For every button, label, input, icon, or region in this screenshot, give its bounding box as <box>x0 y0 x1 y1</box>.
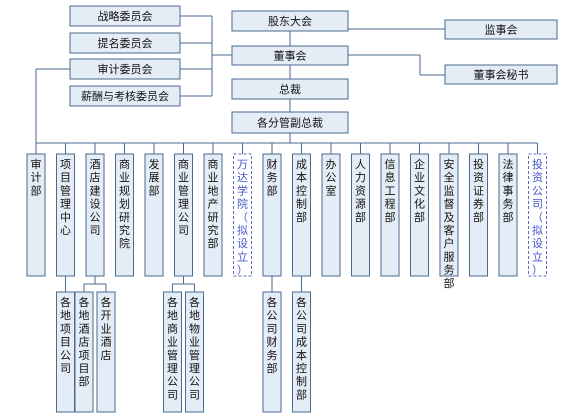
department-bus <box>35 142 538 292</box>
department-box: 法律事务部 <box>498 153 518 277</box>
sub-unit-label: 各开业酒店 <box>101 295 112 362</box>
department-label: 信息工程部 <box>385 158 396 224</box>
department-label: 办公室 <box>326 158 337 197</box>
board-box: 董事会 <box>231 45 349 66</box>
department-box: 商业规划研究院 <box>115 153 134 277</box>
department-box: 成本控制部 <box>292 153 311 277</box>
sub-unit-label: 各地酒店项目部 <box>79 295 90 388</box>
department-box: 财务部 <box>262 153 282 277</box>
department-box: 人力资源部 <box>351 153 370 277</box>
department-label: 审计部 <box>31 157 42 197</box>
department-box: 审计部 <box>26 153 46 277</box>
compensation-committee-label: 薪酬与考核委员会 <box>81 89 169 103</box>
sub-unit-label: 各地项目公司 <box>60 295 71 375</box>
department-label: 企业文化部 <box>414 157 425 224</box>
department-box: 信息工程部 <box>380 153 400 277</box>
president-box: 总裁 <box>231 78 349 100</box>
compensation-committee-box: 薪酬与考核委员会 <box>69 85 181 107</box>
strategy-committee-label: 战略委员会 <box>98 9 153 23</box>
sub-unit-label: 各地商业管理公司 <box>167 295 178 401</box>
department-label: 安全监督及客户服务部 <box>444 157 455 290</box>
sub-unit-label: 各公司成本控制部 <box>296 295 307 401</box>
sub-unit-label: 各公司财务部 <box>267 295 278 375</box>
board-label: 董事会 <box>274 50 307 63</box>
board-secretary-label: 董事会秘书 <box>474 68 529 82</box>
department-label: 人力资源部 <box>355 158 366 224</box>
department-label: 商业管理公司 <box>178 157 189 237</box>
department-label: 商业地产研究部 <box>208 157 219 250</box>
president-label: 总裁 <box>279 82 301 96</box>
department-label: 商业规划研究院 <box>119 157 130 250</box>
sub-unit-box: 各地商业管理公司 <box>163 291 182 413</box>
supervisory-board-box: 监事会 <box>444 19 558 40</box>
sub-unit-box: 各地酒店项目部 <box>74 291 94 413</box>
audit-committee-box: 审计委员会 <box>69 58 181 80</box>
department-box: 办公室 <box>321 153 341 277</box>
nomination-committee-label: 提名委员会 <box>98 36 153 50</box>
department-label: 万达学院（拟设立） <box>237 158 248 277</box>
department-label: 成本控制部 <box>296 158 307 224</box>
department-boxes: 审计部 项目管理中心 酒店建设公司 商业规划研究院 发展部 商业管理公司 商业地产研究部 万达… <box>26 153 547 290</box>
department-box: 安全监督及客户服务部 <box>439 153 459 290</box>
shareholders-meeting-label: 股东大会 <box>268 14 312 28</box>
department-box: 项目管理中心 <box>56 153 75 277</box>
sub-unit-label: 各地物业管理公司 <box>189 295 200 401</box>
sub-unit-box: 各地物业管理公司 <box>185 291 204 413</box>
department-label: 法律事务部 <box>503 157 514 224</box>
department-box: 发展部 <box>144 153 164 277</box>
department-box: 万达学院（拟设立） <box>233 153 252 277</box>
sub-unit-box: 各地项目公司 <box>56 291 75 413</box>
vice-presidents-label: 各分管副总裁 <box>257 116 323 130</box>
department-label: 投资证券部 <box>473 157 484 224</box>
department-label: 发展部 <box>149 157 160 197</box>
department-box: 企业文化部 <box>410 153 429 277</box>
sub-unit-box: 各公司财务部 <box>262 291 282 413</box>
audit-committee-label: 审计委员会 <box>98 62 153 76</box>
department-label: 投资公司（拟设立） <box>532 157 543 277</box>
department-box: 商业地产研究部 <box>203 153 223 277</box>
strategy-committee-box: 战略委员会 <box>69 5 181 27</box>
department-box: 投资公司（拟设立） <box>528 153 547 277</box>
department-box: 酒店建设公司 <box>85 153 105 277</box>
board-secretary-box: 董事会秘书 <box>444 64 558 85</box>
department-label: 酒店建设公司 <box>90 158 101 237</box>
department-label: 项目管理中心 <box>60 158 71 237</box>
department-box: 投资证券部 <box>469 153 488 277</box>
nomination-committee-box: 提名委员会 <box>69 32 181 54</box>
vice-presidents-box: 各分管副总裁 <box>231 111 349 134</box>
supervisory-board-label: 监事会 <box>485 24 518 37</box>
department-box: 商业管理公司 <box>174 153 193 277</box>
department-label: 财务部 <box>267 157 278 197</box>
sub-unit-box: 各开业酒店 <box>96 291 116 413</box>
connector-lines <box>35 15 445 143</box>
sub-unit-box: 各公司成本控制部 <box>292 291 311 413</box>
shareholders-meeting-box: 股东大会 <box>231 10 349 32</box>
